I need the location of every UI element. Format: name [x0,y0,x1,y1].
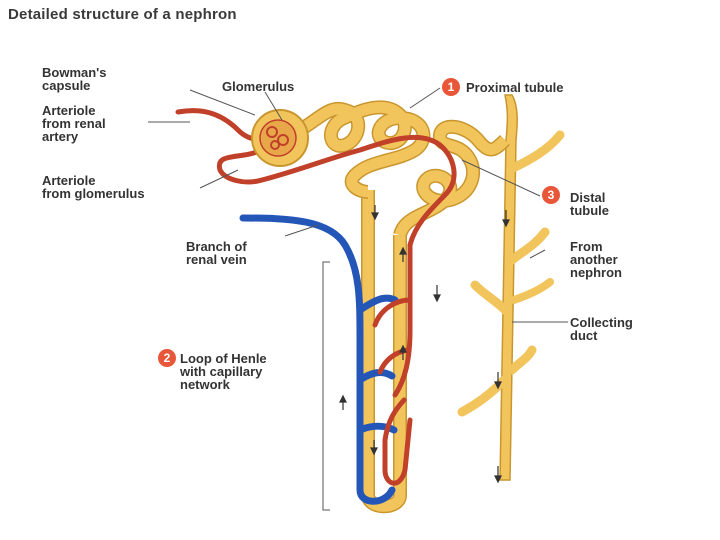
label-arteriole-from-renal-artery: Arteriole from renal artery [42,103,106,144]
diagram-title: Detailed structure of a nephron [8,6,237,23]
loop-of-henle [361,190,407,514]
renal-vein-branch [239,214,399,505]
collecting-duct [457,94,565,481]
arteriole-network [175,108,457,486]
label-distal-tubule: Distal tubule [570,190,609,218]
label-bowmans-capsule: Bowman's capsule [42,65,107,93]
label-loop-of-henle: Loop of Henle with capillary network [180,351,267,392]
distal-tubule [393,119,510,238]
leader-lines [148,87,568,511]
label-proximal-tubule: Proximal tubule [466,80,564,95]
flow-arrows [339,205,510,484]
label-branch-of-renal-vein: Branch of renal vein [186,239,247,267]
badge-3: 3 [542,186,560,204]
label-collecting-duct: Collecting duct [570,315,633,343]
label-glomerulus: Glomerulus [222,79,295,94]
badge-2: 2 [158,349,176,367]
label-arteriole-from-glomerulus: Arteriole from glomerulus [42,173,145,201]
label-from-another-nephron: From another nephron [570,239,622,280]
bowmans-capsule [251,109,309,167]
badge-1: 1 [442,78,460,96]
